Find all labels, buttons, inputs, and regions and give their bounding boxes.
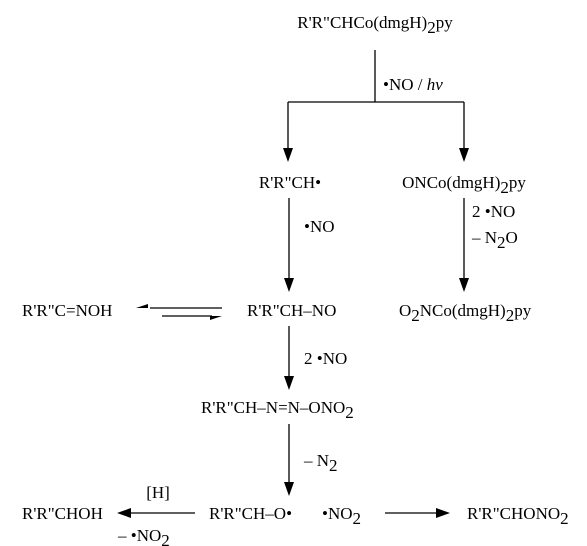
- condition-reduction: [H]: [146, 483, 170, 502]
- arrow-nitroso-to-diazene-head: [284, 376, 294, 390]
- species-oxime: R'R"C=NOH: [22, 301, 112, 320]
- arrow-to-nitrosyl-cobalt-head: [459, 148, 469, 162]
- arrow-alkyl-to-nitroso-head: [284, 278, 294, 292]
- condition-two-no-cobalt: 2 •NO: [472, 202, 515, 221]
- species-nitro-cobalt: O2NCo(dmgH)2py: [399, 301, 532, 325]
- species-nitrogen-dioxide: •NO2: [322, 504, 361, 528]
- condition-add-no: •NO: [304, 217, 335, 236]
- species-diazene-nitrate: R'R"CH–N=N–ONO2: [201, 398, 354, 422]
- species-alkoxy-radical: R'R"CH–O•: [209, 504, 292, 523]
- condition-lose-n2: – N2: [303, 451, 338, 475]
- species-start: R'R"CHCo(dmgH)2py: [297, 13, 453, 37]
- species-nitrate: R'R"CHONO2: [467, 504, 569, 528]
- condition-photolysis: •NO / hν: [383, 75, 443, 94]
- arrow-alkoxy-to-alcohol-head: [117, 508, 131, 518]
- equilibrium-forward-head: [136, 304, 148, 308]
- species-alcohol: R'R"CHOH: [22, 504, 103, 523]
- species-nitrosyl-cobalt: ONCo(dmgH)2py: [402, 173, 526, 197]
- species-nitroso: R'R"CH–NO: [247, 301, 336, 320]
- species-alkyl-radical: R'R"CH•: [259, 173, 321, 192]
- arrow-to-alkyl-radical-head: [283, 148, 293, 162]
- equilibrium-reverse-head: [210, 316, 222, 320]
- arrow-nitrosyl-to-nitro-head: [459, 278, 469, 292]
- condition-lose-n2o: – N2O: [471, 228, 518, 252]
- arrow-pair-to-nitrate-head: [436, 508, 450, 518]
- condition-lose-no2: – •NO2: [117, 526, 170, 546]
- arrow-diazene-to-alkoxy-head: [284, 482, 294, 496]
- condition-two-no: 2 •NO: [304, 349, 347, 368]
